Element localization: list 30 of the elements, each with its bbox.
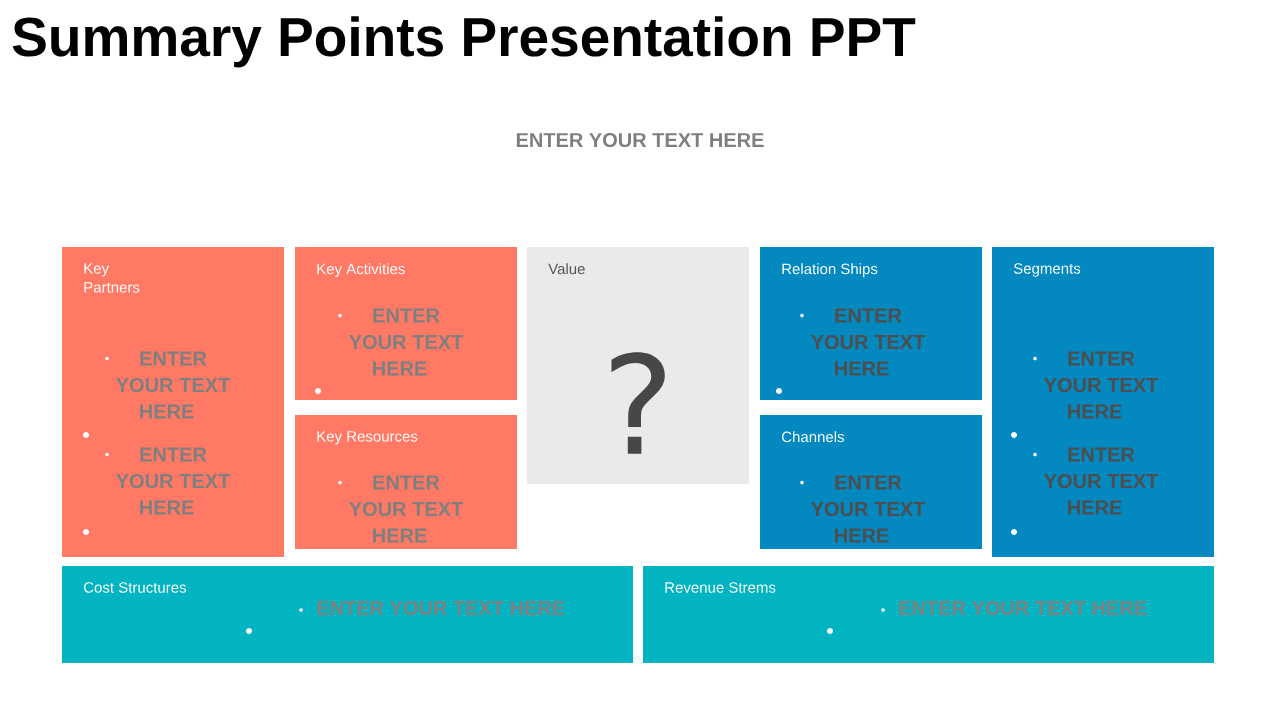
canvas-block: [643, 566, 1214, 663]
subtitle: ENTER YOUR TEXT HERE: [516, 132, 764, 148]
placeholder-text: ENTER YOUR TEXT HERE: [899, 600, 1147, 616]
placeholder-text: ENTER YOUR TEXT HERE: [349, 308, 464, 376]
block-heading: Key Activities: [317, 263, 405, 278]
canvas-block: [760, 247, 982, 400]
canvas-block: [62, 566, 633, 663]
question-mark: ?: [611, 352, 665, 454]
block-heading: Revenue Strems: [665, 582, 776, 593]
block-heading: Segments: [1013, 263, 1081, 277]
canvas-block: [992, 247, 1214, 557]
placeholder-text: ENTER YOUR TEXT HERE: [1044, 351, 1159, 419]
block-heading: Key Resources: [317, 431, 418, 445]
block-heading: Relation Ships: [782, 263, 878, 278]
placeholder-text: ENTER YOUR TEXT HERE: [116, 351, 231, 419]
placeholder-text: ENTER YOUR TEXT HERE: [1044, 447, 1159, 515]
canvas-block: [760, 415, 982, 549]
block-heading: Value: [548, 263, 585, 275]
placeholder-text: ENTER YOUR TEXT HERE: [811, 475, 926, 543]
slide-title: Summary Points Presentation PPT: [12, 16, 916, 68]
block-heading: Key Partners: [84, 263, 140, 293]
placeholder-text: ENTER YOUR TEXT HERE: [317, 600, 565, 616]
placeholder-text: ENTER YOUR TEXT HERE: [349, 475, 464, 543]
canvas-block: [295, 247, 517, 400]
block-heading: Cost Structures: [84, 582, 186, 593]
placeholder-text: ENTER YOUR TEXT HERE: [116, 447, 231, 515]
canvas-block: [295, 415, 517, 549]
placeholder-text: ENTER YOUR TEXT HERE: [811, 308, 926, 376]
canvas-block: [62, 247, 284, 557]
block-heading: Channels: [781, 431, 844, 443]
